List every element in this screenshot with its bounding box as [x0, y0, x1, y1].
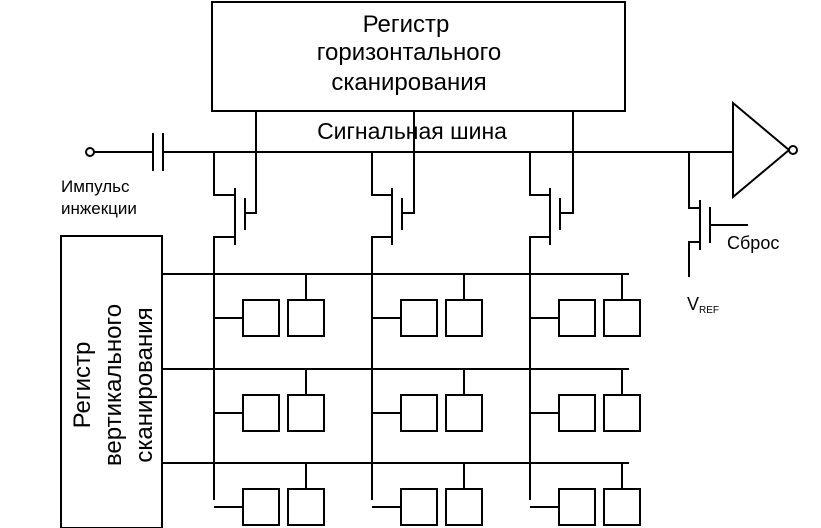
- pixel-cell: [214, 463, 325, 526]
- reset-label: Сброс: [727, 233, 779, 253]
- output-amplifier: [732, 100, 798, 200]
- vref-label: VREF: [687, 294, 719, 316]
- pixel-cell: [372, 463, 483, 526]
- pixel-photodiode: [558, 488, 596, 526]
- pixel-gate: [287, 394, 325, 432]
- pixel-cell: [214, 369, 325, 432]
- pixel-gate: [445, 299, 483, 337]
- pixel-gate: [287, 488, 325, 526]
- pixel-photodiode: [558, 394, 596, 432]
- pixel-array-wiring: [162, 273, 629, 500]
- signal-bus-label: Сигнальная шина: [317, 118, 507, 144]
- pixel-photodiode: [242, 394, 280, 432]
- vertical-register-title-2: вертикального: [100, 304, 127, 466]
- pixel-gate: [445, 394, 483, 432]
- pixel-cell: [214, 274, 325, 337]
- pixel-cell: [372, 274, 483, 337]
- pixel-photodiode: [400, 394, 438, 432]
- column-transistor-1: [213, 111, 257, 274]
- horizontal-register-title-3: сканирования: [331, 69, 486, 96]
- pixel-cell: [372, 369, 483, 432]
- injection-pulse-label-2: инжекции: [61, 199, 137, 218]
- column-transistor-3: [529, 111, 574, 274]
- horizontal-register-title-2: горизонтального: [317, 39, 501, 66]
- vertical-scan-register: Регистр вертикального сканирования: [60, 235, 163, 528]
- signal-bus: Сигнальная шина: [85, 118, 733, 171]
- horizontal-register-title-1: Регистр: [363, 11, 450, 38]
- pixel-gate: [287, 299, 325, 337]
- injection-pulse-label-1: Импульс: [61, 177, 130, 196]
- pixel-photodiode: [400, 299, 438, 337]
- vertical-register-title-3: сканирования: [131, 307, 158, 462]
- horizontal-scan-register: Регистр горизонтального сканирования: [211, 1, 626, 112]
- pixel-photodiode: [242, 299, 280, 337]
- pixel-photodiode: [400, 488, 438, 526]
- pixel-array: [214, 274, 641, 526]
- reset-transistor: [688, 152, 748, 277]
- pixel-cell: [530, 369, 641, 432]
- pixel-gate: [603, 299, 641, 337]
- pixel-gate: [603, 488, 641, 526]
- pixel-photodiode: [242, 488, 280, 526]
- pixel-photodiode: [558, 299, 596, 337]
- column-transistor-2: [371, 111, 415, 274]
- pixel-cell: [530, 463, 641, 526]
- pixel-gate: [603, 394, 641, 432]
- vertical-register-title-1: Регистр: [69, 342, 96, 429]
- pixel-cell: [530, 274, 641, 337]
- pixel-gate: [445, 488, 483, 526]
